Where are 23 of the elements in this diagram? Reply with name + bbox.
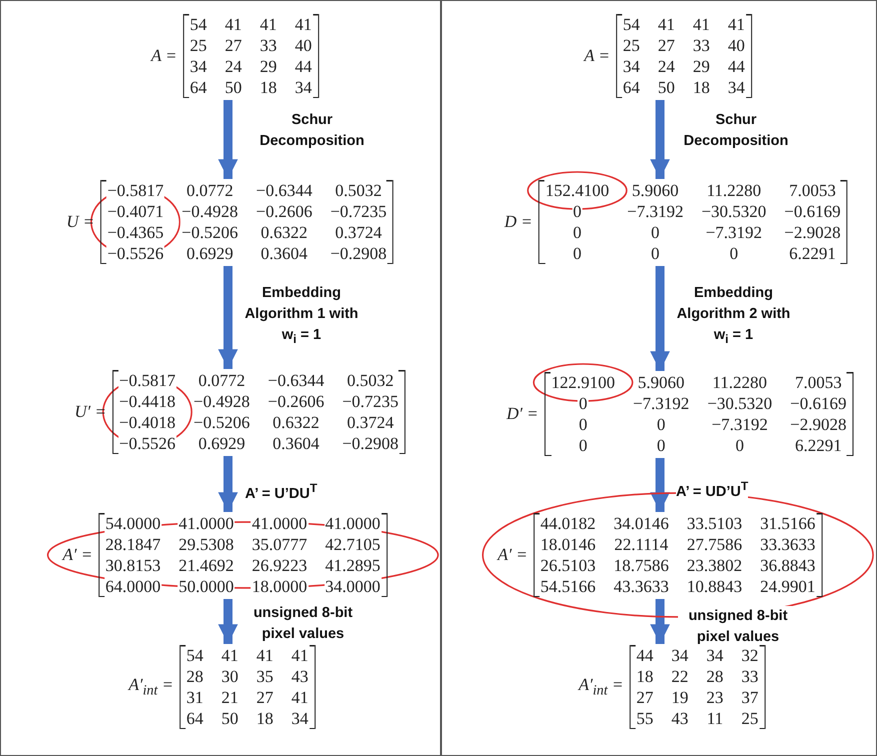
arrow	[650, 458, 670, 512]
matrix	[151, 14, 319, 98]
arrow	[650, 100, 670, 179]
matrix-cell: −0.5817	[106, 180, 165, 201]
arrow	[218, 266, 238, 369]
matrix-name: A′ =	[498, 545, 528, 565]
arrow	[218, 100, 238, 179]
matrix-cell: −0.5526	[118, 433, 177, 454]
matrix-name: A =	[151, 46, 177, 66]
matrix-name: D′ =	[506, 404, 538, 424]
arrow	[650, 599, 670, 644]
matrix-cell: −0.5817	[118, 370, 177, 391]
arrow	[650, 266, 670, 371]
matrix	[578, 645, 766, 729]
matrix-name: A′$_{int}$ =	[578, 674, 624, 700]
matrix-cell: −0.5526	[106, 243, 165, 264]
matrix	[128, 645, 316, 729]
matrix-name: A =	[584, 46, 610, 66]
matrix-name: D =	[504, 212, 532, 232]
arrow	[218, 599, 238, 644]
matrix-name: A′$_{int}$ =	[128, 674, 174, 700]
matrix	[584, 14, 752, 98]
arrow	[218, 456, 238, 512]
